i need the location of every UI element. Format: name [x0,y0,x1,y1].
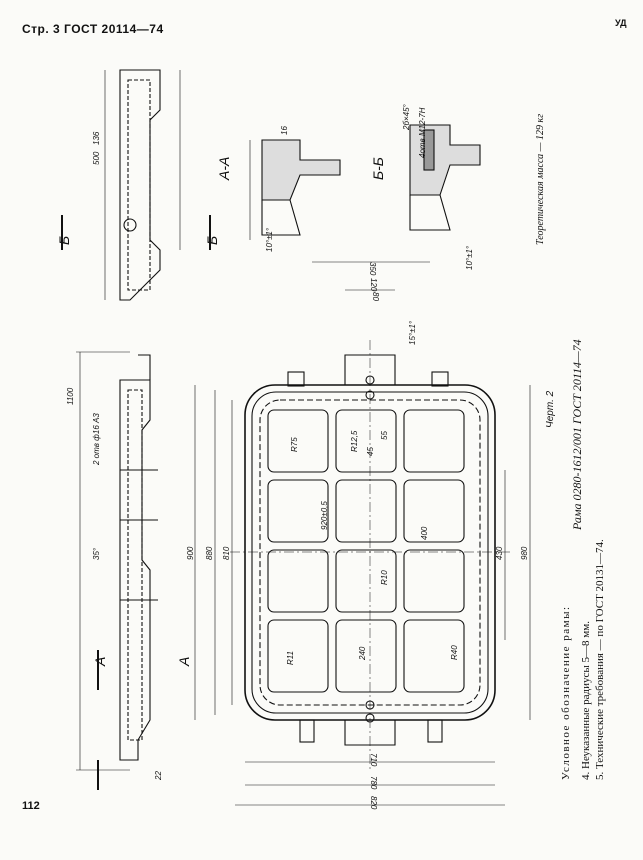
section-aa-label: А-А [216,156,232,180]
dim-350: 350 [368,262,377,276]
note-item-4: 4. Неуказанные радиусы 5—8 мм. [580,621,592,780]
angle-15: 15°±1° [408,320,417,345]
frame-title: Рама 0280-1612/001 ГОСТ 20114—74 [570,339,584,530]
dim-120: 120 [369,278,378,292]
radius-r11: R11 [286,650,295,665]
section-aa [249,139,341,240]
angle-10-aa: 10°±1° [265,227,274,252]
radius-r75: R75 [290,437,299,452]
dim-45: 45 [366,447,375,456]
angle-35: 35° [92,547,101,560]
chamfer-spec: 2б×45° [402,104,411,130]
page-header: Стр. 3 ГОСТ 20114—74 [22,22,164,36]
dim-500: 500 [92,151,101,165]
note-item-5: 5. Технические требования — по ГОСТ 2013… [594,539,606,780]
dim-900: 900 [186,546,195,560]
dimension-lines [194,261,531,806]
dim-240: 240 [358,646,367,660]
dim-1100: 1100 [66,387,75,405]
holes-spec: 2 отв ф16 А3 [92,413,101,465]
theoretical-mass: Теоретическая масса — 129 кг [535,113,546,245]
section-bb [409,124,481,231]
top-profile [61,69,211,301]
radius-r10: R10 [380,570,389,585]
dim-780: 780 [369,776,378,790]
notes-heading: Условное обозначение рамы: [560,605,572,780]
thread-spec: 4отв М12-7Н [418,107,427,158]
dim-820: 820 [369,796,378,810]
dim-55: 55 [380,431,389,440]
dim-920: 920±0,5 [320,501,329,530]
side-elevation [76,351,158,790]
dim-136: 136 [92,131,101,145]
section-bb-label: Б-Б [370,157,386,180]
figure-caption: Черт. 2 [545,390,556,428]
dim-400: 400 [420,526,429,540]
radius-r125: R12,5 [350,430,359,452]
section-mark-a-right: А [176,656,192,666]
header-fragment: УД [615,18,627,28]
dim-430: 430 [495,546,504,560]
dim-810: 810 [222,546,231,560]
dim-880: 880 [205,546,214,560]
section-mark-b-right: Б [204,235,220,245]
section-mark-b-left: Б [56,235,72,245]
angle-10-bb: 10°±1° [465,245,474,270]
page-number: 112 [22,800,40,812]
dim-80: 80 [371,292,380,301]
dim-710: 710 [369,753,378,767]
section-mark-a-left: А [92,656,108,666]
radius-r40: R40 [450,645,459,660]
dim-22: 22 [154,771,163,780]
frame-plan [230,340,510,770]
dim-16: 16 [280,126,289,135]
dim-980: 980 [520,546,529,560]
